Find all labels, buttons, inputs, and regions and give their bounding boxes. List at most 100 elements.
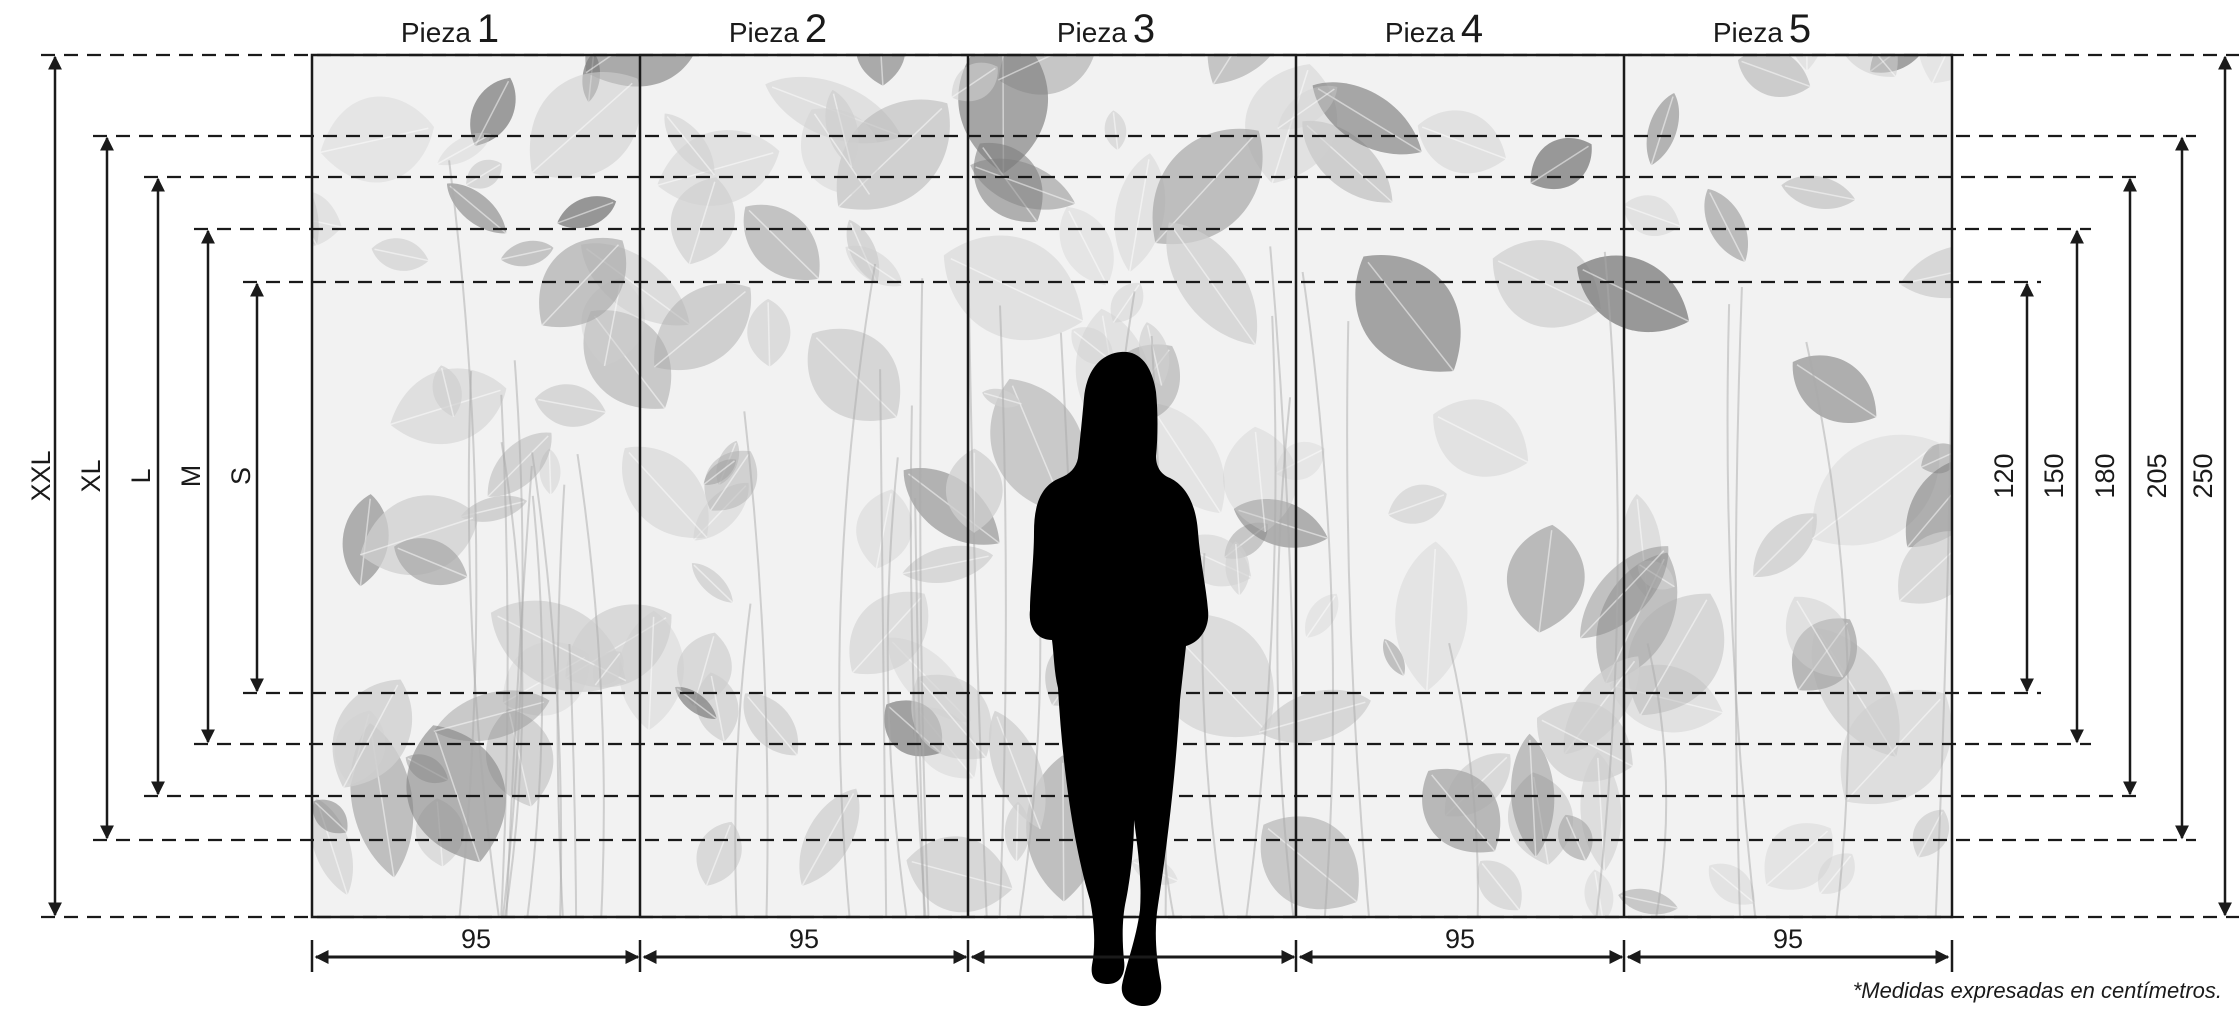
- leaf-vein: [1426, 549, 1436, 692]
- stem: [919, 278, 930, 917]
- leaf-vein: [975, 166, 1076, 205]
- leaf-vein: [628, 452, 708, 538]
- leaf-vein: [1212, 55, 1282, 85]
- leaf-vein: [594, 652, 621, 686]
- leaf-vein: [1497, 260, 1602, 311]
- leaf-vein: [1421, 126, 1507, 160]
- leaf-vein: [747, 696, 798, 756]
- leaf-vein: [1532, 776, 1550, 866]
- stem: [1276, 397, 1295, 917]
- leaf-vein: [1068, 210, 1108, 286]
- leaf-vein: [1811, 446, 1933, 540]
- leaf-vein: [709, 453, 750, 511]
- leaf-vein: [1146, 325, 1163, 386]
- leaf-vein: [1258, 701, 1366, 734]
- leaf-vein: [1384, 640, 1405, 677]
- leaf-vein: [1305, 595, 1336, 639]
- leaf-vein: [1711, 866, 1755, 904]
- stem: [1595, 251, 1619, 917]
- leaf-vein: [1639, 564, 1675, 588]
- leaf-vein: [1317, 88, 1423, 153]
- leaf-vein: [920, 680, 987, 759]
- leaf-vein: [813, 113, 871, 195]
- leaf-vein: [1172, 228, 1257, 346]
- stem: [967, 262, 988, 917]
- leaf-vein: [1254, 431, 1267, 533]
- leaf-vein: [436, 134, 489, 165]
- height-label-150: 150: [2039, 453, 2069, 498]
- width-label-2: 95: [789, 924, 819, 954]
- leaf-vein: [1267, 828, 1358, 903]
- leaf-vein: [1387, 494, 1445, 516]
- leaf-vein: [1271, 69, 1309, 184]
- leaf-vein: [1845, 698, 1941, 802]
- leaf-vein: [1741, 60, 1811, 88]
- leaf-vein: [541, 244, 619, 326]
- leaf-vein: [440, 367, 455, 418]
- leaf-vein: [1481, 863, 1520, 911]
- height-label-250: 250: [2188, 453, 2218, 498]
- leaf-vein: [950, 257, 1084, 322]
- leaf-vein: [1620, 894, 1679, 909]
- stem: [1245, 315, 1277, 917]
- leaf-vein: [342, 684, 399, 789]
- leaf-vein: [1437, 416, 1529, 464]
- leaf-vein: [1112, 112, 1119, 151]
- leaf-vein: [1238, 509, 1329, 540]
- leaf-vein: [1529, 739, 1537, 858]
- height-label-205: 205: [2142, 453, 2172, 498]
- leaf-vein: [1709, 192, 1746, 263]
- stem: [1734, 286, 1743, 917]
- stem: [500, 442, 524, 917]
- leaf-vein: [653, 290, 746, 368]
- leaf-vein: [851, 597, 922, 674]
- leaf: [1900, 244, 1952, 299]
- leaf-vein: [875, 493, 892, 569]
- leaf-vein: [801, 793, 855, 887]
- stem: [526, 495, 544, 917]
- leaf-vein: [878, 55, 884, 86]
- leaf-vein: [548, 450, 552, 495]
- leaf-vein: [1766, 830, 1829, 886]
- size-label-m: M: [176, 465, 206, 488]
- leaf-vein: [982, 147, 1038, 223]
- leaf-vein: [531, 82, 633, 174]
- size-label-s: S: [226, 467, 256, 485]
- leaf-vein: [911, 860, 1013, 890]
- leaf-vein: [1579, 550, 1665, 639]
- woman-silhouette: [1029, 351, 1209, 1007]
- stem: [1726, 304, 1757, 917]
- leaf-vein: [703, 460, 735, 486]
- person-silhouette: [1029, 351, 1209, 1007]
- leaf-vein: [693, 564, 734, 604]
- leaf-vein: [1062, 762, 1065, 902]
- height-label-180: 180: [2090, 453, 2120, 498]
- leaf-vein: [1917, 811, 1943, 858]
- leaf-vein: [433, 701, 544, 733]
- stem: [467, 371, 500, 917]
- leaf-vein: [1931, 55, 1952, 84]
- leaf-vein: [1639, 599, 1708, 716]
- leaf-vein: [312, 211, 342, 228]
- leaf-vein: [1898, 537, 1952, 602]
- leaf-vein: [374, 248, 429, 262]
- stem: [838, 263, 877, 917]
- leaf-vein: [1530, 145, 1589, 185]
- stem: [1301, 271, 1335, 917]
- leaf-vein: [593, 315, 666, 409]
- height-label-120: 120: [1989, 453, 2019, 498]
- leaf-vein: [1906, 460, 1952, 548]
- leaf-vein: [1796, 600, 1844, 678]
- stem: [734, 603, 752, 917]
- size-label-l: L: [126, 468, 156, 483]
- leaf-vein: [1112, 284, 1140, 323]
- stem: [1448, 642, 1479, 917]
- size-label-xxl: XXL: [26, 450, 56, 501]
- stem: [1646, 643, 1668, 917]
- leaf-vein: [688, 181, 716, 265]
